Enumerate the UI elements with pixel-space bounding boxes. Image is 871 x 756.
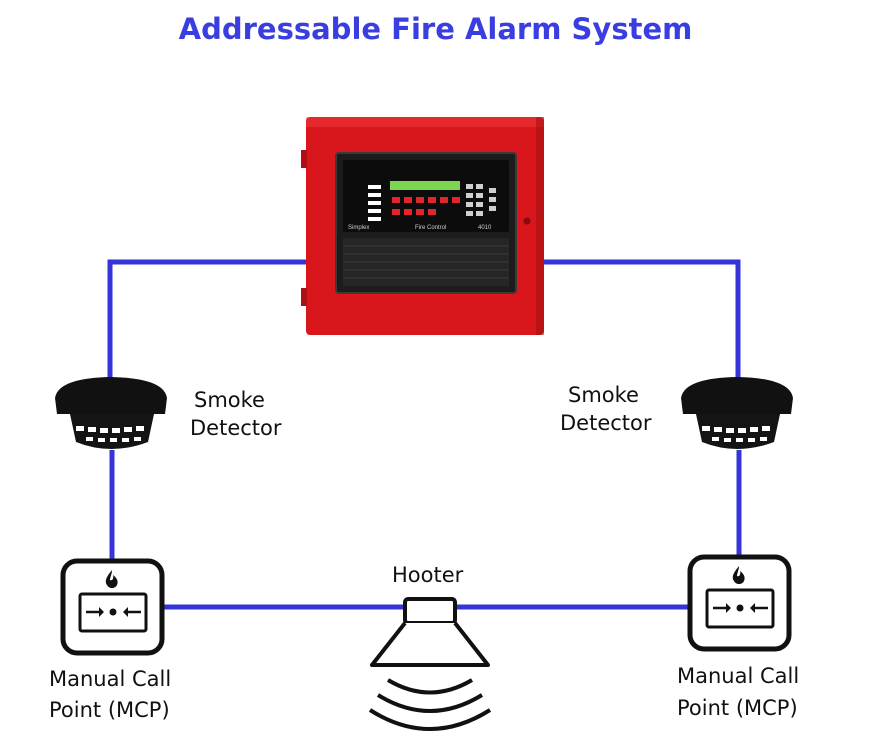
diagram-title: Addressable Fire Alarm System <box>178 12 693 46</box>
panel-model: 4010 <box>478 225 492 231</box>
wire-panel-right <box>543 259 741 388</box>
hooter-icon <box>368 597 492 731</box>
manual-call-point-left-icon <box>60 558 165 656</box>
mcp-left-label: Manual Call Point (MCP) <box>49 667 172 722</box>
smoke-detector-left-icon <box>55 377 167 449</box>
manual-call-point-right-icon <box>687 554 792 652</box>
panel-brand: Simplex <box>348 225 369 231</box>
smoke-detector-right-label: Smoke Detector <box>560 383 652 435</box>
fire-alarm-control-panel-icon: Simplex Fire Control 4010 <box>301 117 544 335</box>
hooter-label: Hooter <box>392 563 464 587</box>
wire-panel-left <box>107 259 306 388</box>
wiring-loop <box>107 259 742 610</box>
mcp-right-label: Manual Call Point (MCP) <box>677 664 800 720</box>
smoke-detector-right-icon <box>681 377 793 449</box>
smoke-detector-left-label: Smoke Detector <box>190 388 282 440</box>
panel-caption: Fire Control <box>415 225 446 231</box>
